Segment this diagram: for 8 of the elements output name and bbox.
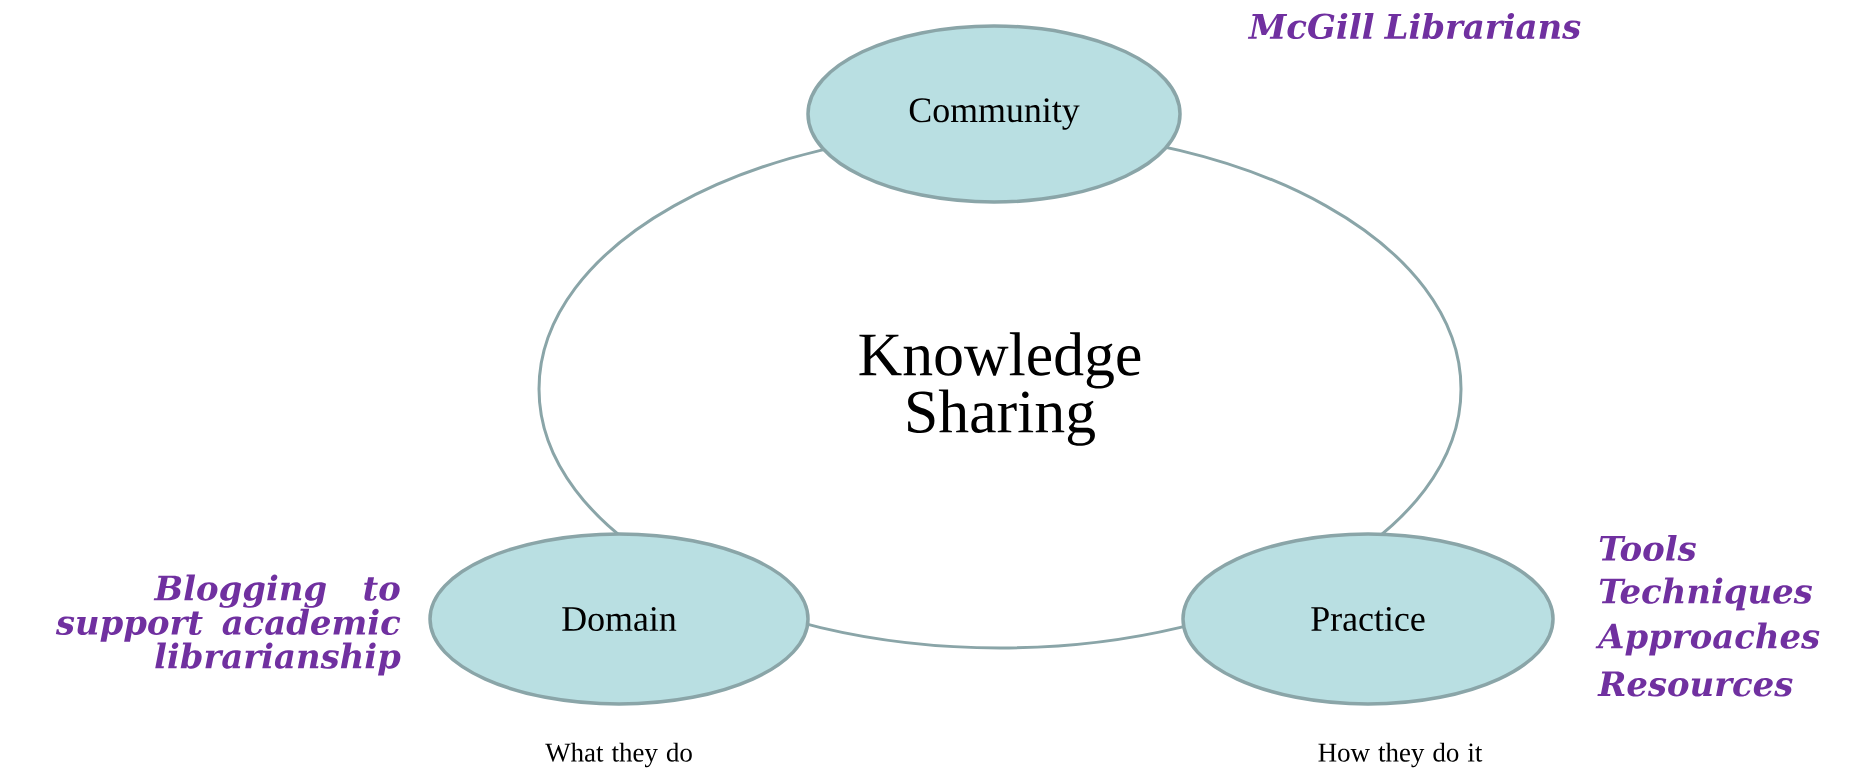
annotation-text: Techniques	[1599, 577, 1813, 611]
annotation-text: McGill Librarians	[1247, 12, 1581, 40]
caption-text: What they do	[545, 742, 692, 768]
annotation-text: Tools	[1599, 534, 1696, 562]
annotation-text: Blogging to support academic librarianship	[55, 574, 401, 676]
annotation-text: Resources	[1597, 671, 1793, 697]
caption-text: How they do it	[1318, 742, 1483, 768]
annotation-text: Approaches	[1595, 622, 1820, 656]
